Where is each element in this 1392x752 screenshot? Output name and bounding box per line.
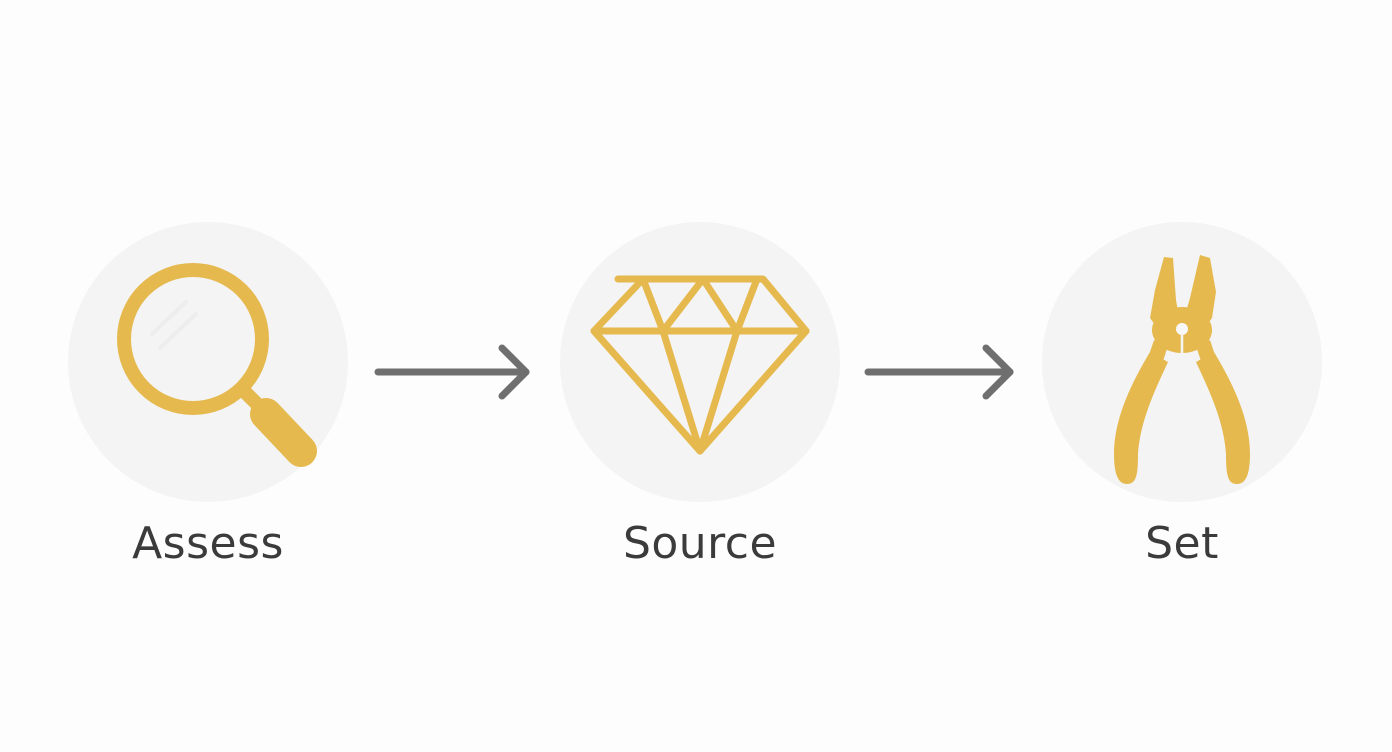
step-circle (560, 222, 840, 502)
step-label: Source (622, 518, 778, 569)
diamond-icon (590, 275, 810, 455)
arrow-right-icon (864, 344, 1014, 400)
step-label: Set (1145, 518, 1219, 569)
magnifying-glass-icon (117, 263, 317, 467)
step-circle (1042, 222, 1322, 502)
step-set: Set (1042, 222, 1322, 582)
step-label: Assess (132, 518, 284, 569)
pliers-icon (1114, 255, 1250, 484)
step-assess: Assess (68, 222, 348, 582)
step-source: Source (560, 222, 840, 582)
arrow-right-icon (374, 344, 530, 400)
